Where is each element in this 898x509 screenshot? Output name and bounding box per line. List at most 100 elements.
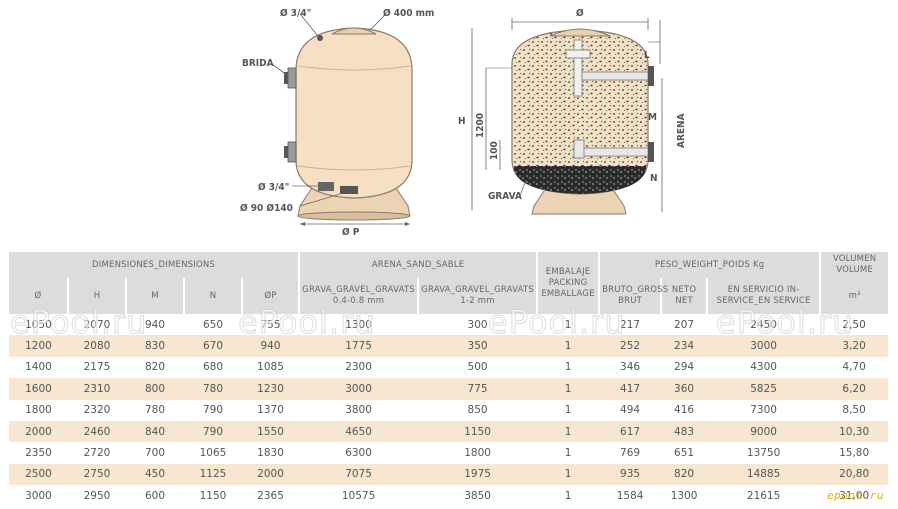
spec-table: DIMENSIONES_DIMENSIONS ARENA_SAND_SABLE … xyxy=(9,252,889,507)
table-cell: 1150 xyxy=(418,420,538,443)
label-grava: GRAVA xyxy=(488,191,522,202)
header-in-service: EN SERVICIO IN-SERVICE_EN SERVICE xyxy=(706,278,821,314)
table-cell: 820 xyxy=(144,361,166,374)
table-cell: 217 xyxy=(620,318,641,331)
drain-valve xyxy=(318,182,334,191)
label-arena: ARENA xyxy=(676,113,687,148)
table-cell: 940 xyxy=(144,318,166,331)
table-cell: 4300 xyxy=(750,361,777,374)
table-cell: 680 xyxy=(202,361,224,374)
table-cell: 1 xyxy=(564,489,572,502)
label-brida: BRIDA xyxy=(242,58,274,69)
table-cell: 1125 xyxy=(184,463,242,486)
table-cell: 7300 xyxy=(750,404,777,417)
site-logo: epool.ru xyxy=(827,489,884,502)
table-cell: 840 xyxy=(126,420,184,443)
table-cell: 1 xyxy=(564,361,572,374)
header-op: ØP xyxy=(240,278,300,314)
table-cell: 350 xyxy=(418,335,538,357)
table-cell: 9000 xyxy=(707,420,821,443)
table-cell: 1150 xyxy=(199,489,227,502)
table-cell: 1800 xyxy=(464,447,491,460)
table-cell: 2750 xyxy=(68,463,126,486)
label-l: L xyxy=(644,50,650,61)
table-cell: 252 xyxy=(599,335,662,357)
header-volume: VOLUMEN VOLUME xyxy=(819,252,889,278)
table-cell: 670 xyxy=(184,335,242,357)
header-h: H xyxy=(67,278,126,314)
table-cell: 2460 xyxy=(68,420,126,443)
table-cell: 1200 xyxy=(9,335,68,357)
table-cell: 2070 xyxy=(83,318,111,331)
table-cell: 1975 xyxy=(418,463,538,486)
table-cell: 1300 xyxy=(345,318,372,331)
table-cell: 1050 xyxy=(25,318,52,331)
header-n: N xyxy=(183,278,242,314)
top-lid xyxy=(331,27,377,35)
table-cell: 1 xyxy=(537,463,600,486)
top-connector xyxy=(317,35,323,41)
table-cell: 500 xyxy=(467,361,488,374)
header-d: Ø xyxy=(9,278,68,314)
table-cell: 1550 xyxy=(242,420,300,443)
label-diameter: Ø xyxy=(576,7,584,19)
label-top-connector: Ø 3/4" xyxy=(280,7,311,19)
table-cell: 1370 xyxy=(257,404,284,417)
table-cell: 790 xyxy=(184,420,242,443)
tank-body xyxy=(295,27,413,199)
label-1200: 1200 xyxy=(475,113,486,138)
header-volume-unit: m³ xyxy=(819,278,889,314)
table-cell: 3000 xyxy=(25,489,52,502)
table-cell: 2450 xyxy=(750,318,777,331)
label-100: 100 xyxy=(489,141,500,160)
header-sand: ARENA_SAND_SABLE xyxy=(298,252,538,278)
table-cell: 1400 xyxy=(25,361,52,374)
header-weight: PESO_WEIGHT_POIDS Kg xyxy=(598,252,821,278)
table-cell: 1230 xyxy=(242,378,300,400)
table-cell: 1065 xyxy=(199,447,227,460)
table-cell: 2310 xyxy=(68,378,126,400)
label-drain-connector: Ø 3/4" xyxy=(258,181,289,193)
table-cell: 5825 xyxy=(707,378,821,400)
table-cell: 1800 xyxy=(25,404,52,417)
table-cell: 4,70 xyxy=(842,361,866,374)
table-cell: 483 xyxy=(661,420,708,443)
table-cell: 3850 xyxy=(464,489,491,502)
table-cell: 600 xyxy=(144,489,166,502)
table-cell: 1085 xyxy=(257,361,284,374)
table-cell: 2350 xyxy=(25,447,52,460)
header-neto: NETO NET xyxy=(660,278,708,314)
table-cell: 617 xyxy=(599,420,662,443)
table-cell: 450 xyxy=(126,463,184,486)
table-cell: 360 xyxy=(661,378,708,400)
table-cell: 1 xyxy=(537,378,600,400)
gravel-layer xyxy=(514,166,646,194)
table-cell: 790 xyxy=(202,404,224,417)
table-cell: 820 xyxy=(661,463,708,486)
table-cell: 700 xyxy=(144,447,166,460)
label-m: M xyxy=(648,112,657,123)
table-cell: 650 xyxy=(202,318,224,331)
table-cell: 2175 xyxy=(83,361,111,374)
table-cell: 10,30 xyxy=(820,420,889,443)
inlet-pipe xyxy=(573,39,583,97)
table-cell: 2000 xyxy=(9,420,68,443)
table-cell: 2500 xyxy=(9,463,68,486)
table-cell: 3800 xyxy=(345,404,372,417)
header-gravel-coarse: GRAVA_GRAVEL_GRAVATS 1-2 mm xyxy=(417,278,538,314)
table-cell: 416 xyxy=(674,404,695,417)
table-cell: 7075 xyxy=(299,463,419,486)
table-cell: 6300 xyxy=(345,447,372,460)
table-cell: 1584 xyxy=(616,489,644,502)
table-cell: 2300 xyxy=(345,361,372,374)
table-cell: 830 xyxy=(126,335,184,357)
table-cell: 14885 xyxy=(707,463,821,486)
table-cell: 935 xyxy=(599,463,662,486)
table-cell: 850 xyxy=(467,404,488,417)
filter-diagram: Ø 3/4" Ø 400 mm BRIDA Ø 3/4" Ø 90 Ø140 Ø… xyxy=(240,7,687,238)
table-cell: 2080 xyxy=(68,335,126,357)
